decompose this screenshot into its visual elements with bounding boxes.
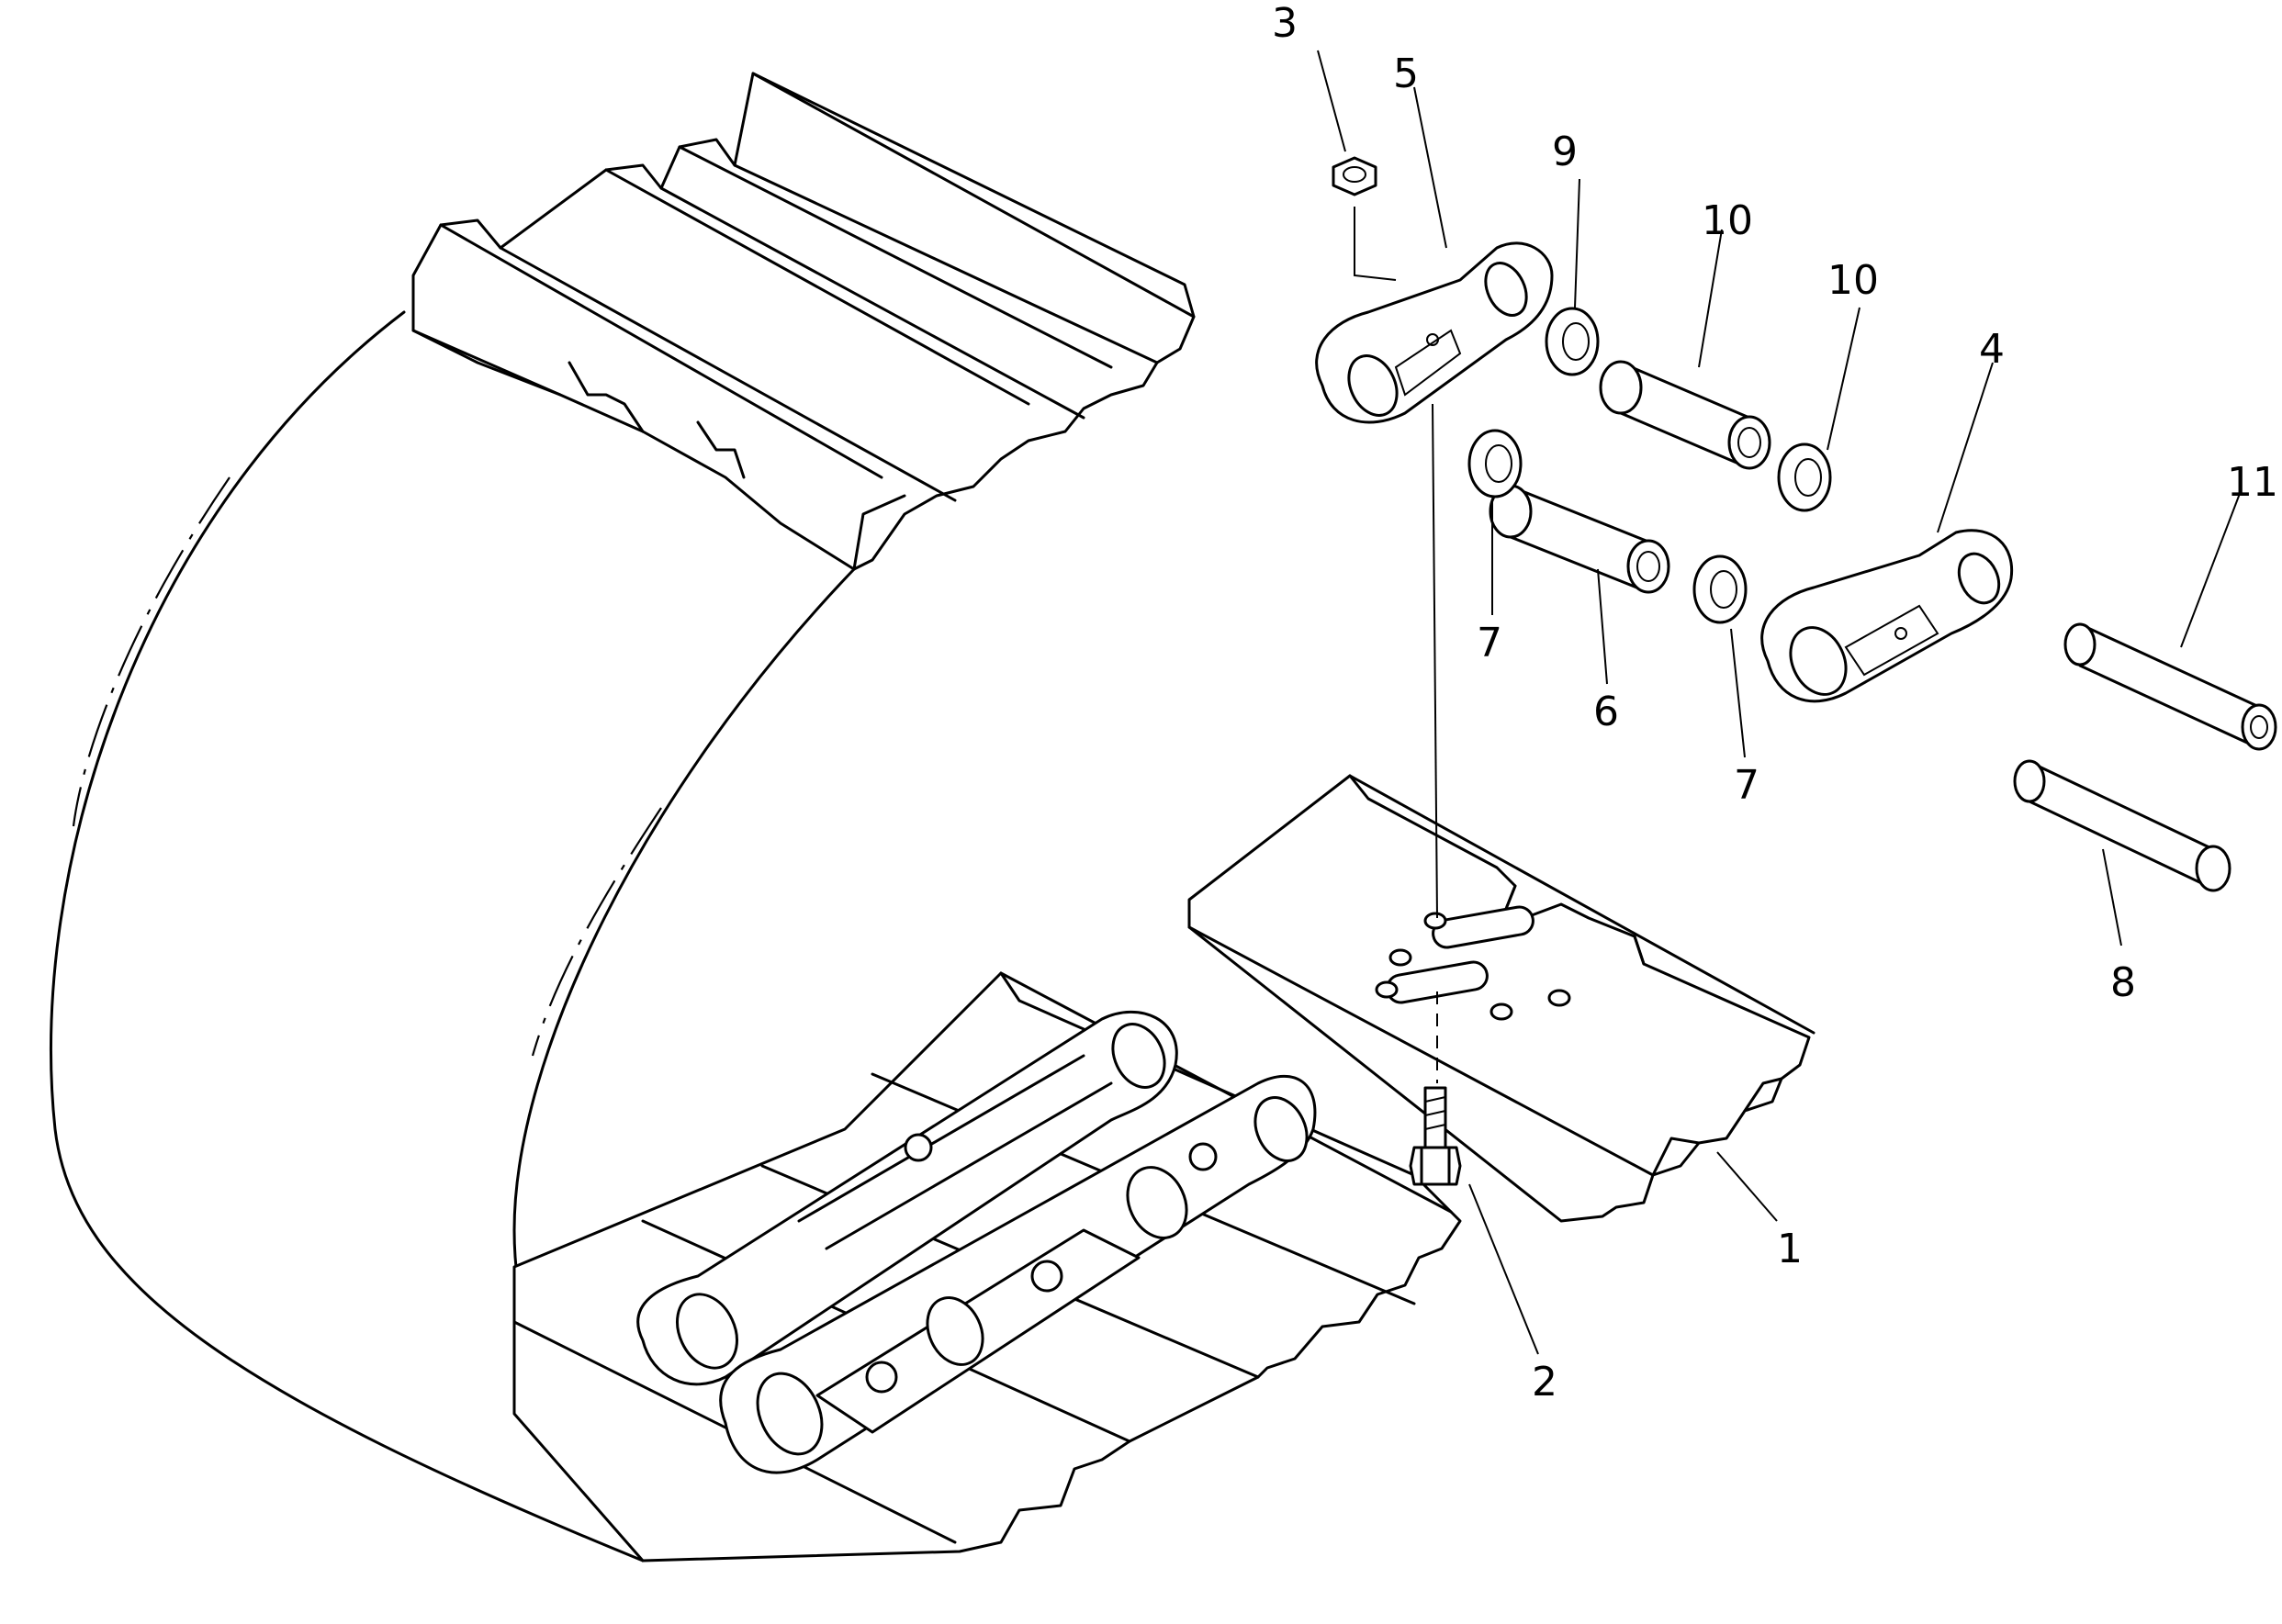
part-10-seal-left <box>1545 307 1600 376</box>
part-2-bolt <box>1409 1086 1462 1186</box>
part-10-seal-right <box>1777 442 1832 512</box>
part-3-nut <box>1332 156 1377 196</box>
callout-labels: 3 5 9 10 10 4 11 7 6 7 8 1 2 <box>1272 0 2278 1406</box>
callout-10-right: 10 <box>1827 257 1879 304</box>
callout-4: 4 <box>1979 326 2005 373</box>
callout-10-left: 9 <box>1552 129 1578 175</box>
callout-5: 5 <box>1393 50 1419 97</box>
callout-2: 2 <box>1532 1359 1557 1406</box>
assembly-axis-lines <box>1354 207 1438 1083</box>
callout-9: 10 <box>1702 197 1753 244</box>
track-shoe-upper <box>411 72 1196 571</box>
part-7-seal-right <box>1692 554 1748 624</box>
part-4-link <box>1760 529 2014 703</box>
callout-11: 11 <box>2227 459 2278 506</box>
callout-1: 1 <box>1777 1226 1803 1272</box>
callout-7-left: 7 <box>1477 620 1502 666</box>
callout-8: 8 <box>2110 959 2136 1006</box>
callout-7-right: 7 <box>1734 762 1759 809</box>
chain-links-assembled <box>636 1010 1317 1474</box>
part-5-link <box>1315 241 1554 424</box>
part-6-bushing <box>1489 484 1670 594</box>
part-8-pin <box>2013 759 2231 892</box>
callout-3: 3 <box>1272 0 1298 47</box>
part-9-bushing <box>1599 360 1771 470</box>
part-11-pin <box>2063 622 2277 751</box>
callout-6: 6 <box>1593 689 1619 735</box>
part-7-seal-left <box>1467 429 1523 498</box>
part-1-track-shoe <box>1187 774 1815 1223</box>
callout-leaders <box>1317 50 2242 1355</box>
